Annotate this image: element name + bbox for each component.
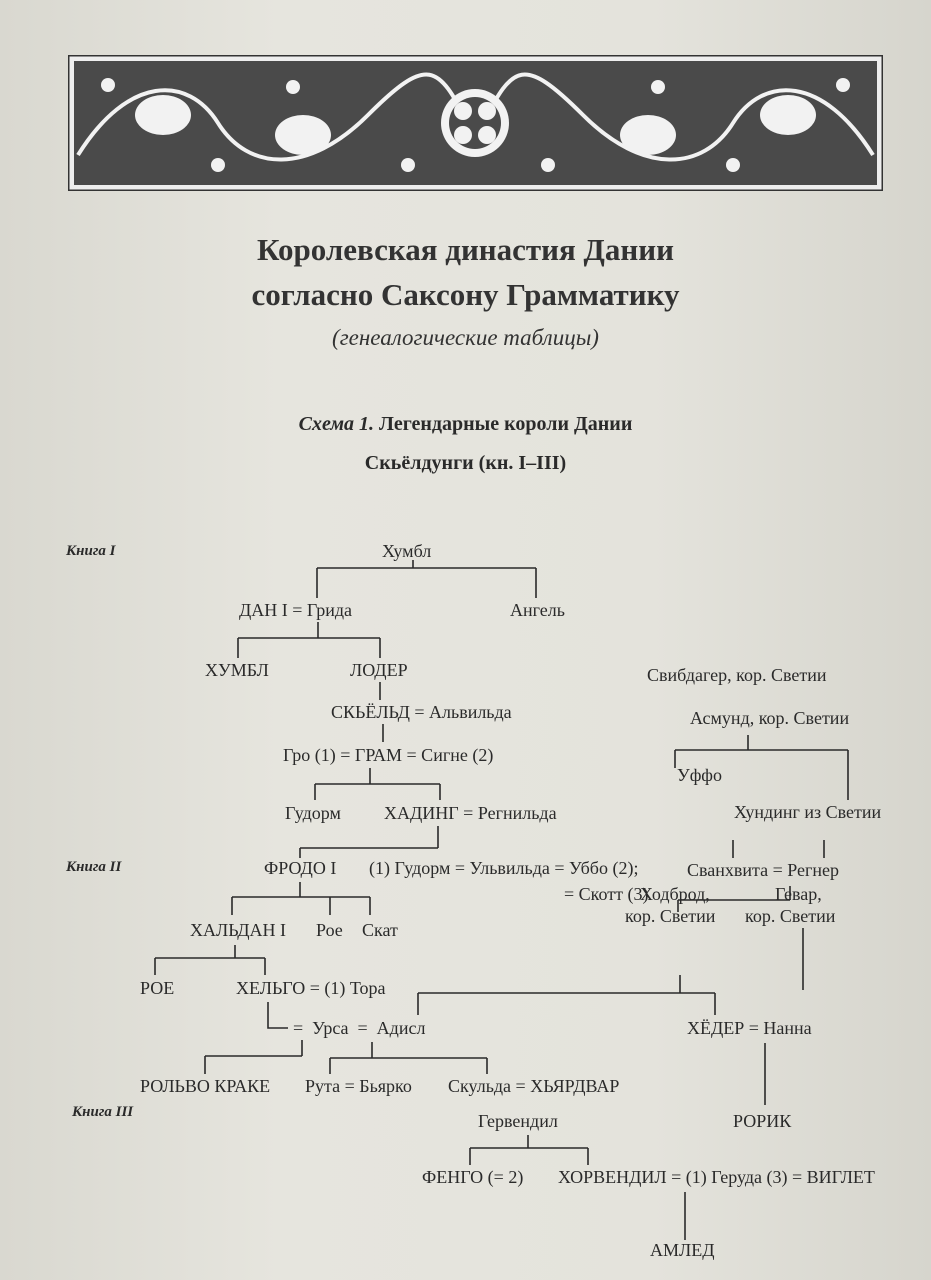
book-label-1: Книга I <box>66 543 116 559</box>
node-fengo: ФЕНГО (= 2) <box>422 1167 524 1187</box>
scheme-heading-line1: Схема 1. Легендарные короли Дании <box>0 413 931 436</box>
node-hunding: Хундинг из Светии <box>734 802 882 822</box>
node-hodbrod-title: кор. Светии <box>625 906 716 926</box>
node-gevar: Гевар, <box>775 884 822 904</box>
node-humbl-2: ХУМБЛ <box>205 660 269 680</box>
node-helgo: ХЕЛЬГО = (1) Тора <box>236 978 386 998</box>
node-asmund: Асмунд, кор. Светии <box>690 708 850 728</box>
node-hoder: ХЁДЕР = Нанна <box>687 1018 812 1038</box>
node-svanhvita: Сванхвита = Регнер <box>687 860 840 880</box>
node-gudorm-ulvilda: (1) Гудорм = Ульвильда = Уббо (2); <box>369 858 639 878</box>
node-skott: = Скотт (3) <box>564 884 649 904</box>
node-skat: Скат <box>362 920 398 940</box>
node-gervendil: Гервендил <box>478 1111 558 1131</box>
node-rorik: РОРИК <box>733 1111 792 1131</box>
node-gram: Гро (1) = ГРАМ = Сигне (2) <box>283 745 494 765</box>
node-skulda: Скульда = ХЬЯРДВАР <box>448 1076 620 1096</box>
node-angel: Ангель <box>510 600 565 620</box>
node-amled: АМЛЕД <box>650 1240 715 1260</box>
scheme-heading-line2: Скьёлдунги (кн. I–III) <box>364 452 567 474</box>
node-roe-2: РОЕ <box>140 978 175 998</box>
node-svibdager: Свибдагер, кор. Светии <box>647 665 827 685</box>
node-horvendil: ХОРВЕНДИЛ = (1) Геруда (3) = ВИГЛЕТ <box>558 1167 875 1187</box>
book-label-3: Книга III <box>72 1104 134 1120</box>
node-haldan: ХАЛЬДАН I <box>190 920 286 940</box>
node-frodo: ФРОДО I <box>264 858 337 878</box>
page-subtitle: (генеалогические таблицы) <box>332 325 599 350</box>
node-gevar-title: кор. Светии <box>745 906 836 926</box>
node-skjold: СКЬЁЛЬД = Альвильда <box>331 702 512 722</box>
node-dan: ДАН I = Грида <box>239 600 352 620</box>
page-title-line2: согласно Саксону Грамматику <box>251 277 680 312</box>
node-ruta: Рута = Бьярко <box>305 1076 412 1096</box>
node-ursa-adisl: = Урса = Адисл <box>293 1018 426 1038</box>
ornament-banner <box>68 55 883 191</box>
node-loder: ЛОДЕР <box>350 660 408 680</box>
node-gudorm: Гудорм <box>285 803 341 823</box>
node-hodbrod: Ходброд, <box>640 884 710 904</box>
scheme-prefix: Схема 1. <box>298 413 375 435</box>
node-rolvo: РОЛЬВО КРАКЕ <box>140 1076 271 1096</box>
node-humbl: Хумбл <box>382 541 432 561</box>
page-title-line1: Королевская династия Дании <box>257 232 674 267</box>
node-hading: ХАДИНГ = Регнильда <box>384 803 557 823</box>
book-label-2: Книга II <box>66 859 122 875</box>
node-roe: Рое <box>316 920 343 940</box>
node-uffo: Уффо <box>677 765 722 785</box>
scheme-title: Легендарные короли Дании <box>379 413 633 435</box>
